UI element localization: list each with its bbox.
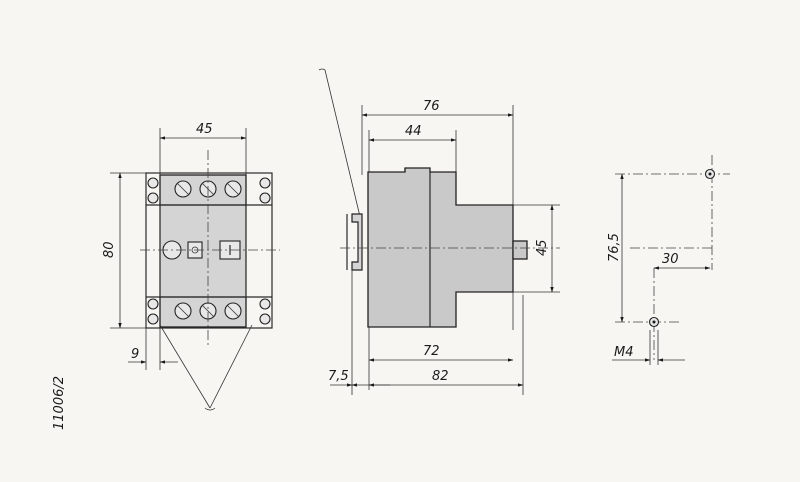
- horizontal-spacing-dim: 30: [662, 252, 679, 267]
- upper-depth-dim: 44: [405, 124, 422, 139]
- side-housing: [367, 167, 514, 328]
- knob-shaft: [512, 240, 528, 260]
- mounting-view: 76,5 30 M4: [607, 155, 730, 365]
- drawing-number: 11006/2: [52, 376, 67, 430]
- terminal-dim: 9: [131, 347, 139, 362]
- knob-height-dim: 45: [535, 239, 550, 256]
- screw-size-label: M4: [614, 345, 634, 360]
- body-depth-dim: 72: [423, 344, 440, 359]
- front-height-dim: 80: [102, 241, 117, 258]
- vertical-spacing-dim: 76,5: [607, 233, 622, 262]
- front-view: 45 80: [102, 122, 280, 411]
- total-depth-dim: 82: [432, 369, 449, 384]
- rail-offset-dim: 7,5: [328, 369, 349, 384]
- din-rail-clip: [351, 213, 363, 271]
- side-view: 76 44 45 72 82 7,5: [318, 68, 560, 395]
- front-width-dim: 45: [196, 122, 213, 137]
- overall-depth-dim: 76: [423, 99, 440, 114]
